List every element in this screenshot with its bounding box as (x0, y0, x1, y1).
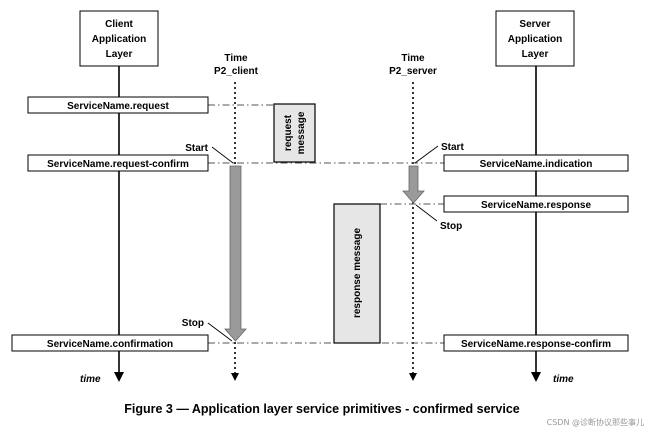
service-response-label: ServiceName.response (481, 200, 592, 211)
client-stop-label: Stop (182, 318, 204, 329)
time-server-line1: Time (401, 53, 425, 64)
request-message-line2: message (296, 111, 307, 154)
server-application-layer-box: Server Application Layer (495, 10, 575, 67)
client-start-label: Start (185, 143, 208, 154)
figure-caption: Figure 3 — Application layer service pri… (124, 402, 520, 416)
client-start-pointer (211, 146, 234, 164)
client-lifeline-arrowhead (114, 372, 124, 382)
p2-server-timer-bar (402, 165, 425, 204)
service-response-confirm-label: ServiceName.response-confirm (461, 339, 611, 350)
server-lifeline-arrowhead (531, 372, 541, 382)
request-message-box: request message (273, 103, 316, 163)
service-request-confirm-label: ServiceName.request-confirm (47, 159, 189, 170)
time-client-line2: P2_client (214, 66, 259, 77)
client-layer-line1: Client (105, 19, 133, 30)
service-indication-label: ServiceName.indication (480, 159, 593, 170)
service-request-confirm-box: ServiceName.request-confirm (27, 154, 209, 172)
watermark-text: CSDN @诊断协议那些事儿 (547, 417, 644, 427)
client-time-axis-label: time (80, 374, 101, 385)
client-layer-line2: Application (92, 34, 146, 45)
client-stop-pointer (207, 322, 233, 342)
service-confirmation-label: ServiceName.confirmation (47, 339, 173, 350)
server-stop-pointer (415, 204, 438, 222)
server-layer-line1: Server (519, 19, 550, 30)
p2-server-timeline-arrowhead (409, 373, 417, 381)
response-message-box: response message (333, 203, 381, 344)
server-start-label: Start (441, 142, 464, 153)
server-time-axis-label: time (553, 374, 574, 385)
server-stop-label: Stop (440, 221, 462, 232)
client-application-layer-box: Client Application Layer (79, 10, 159, 67)
service-response-box: ServiceName.response (443, 195, 629, 213)
p2-client-timeline-arrowhead (231, 373, 239, 381)
service-response-confirm-box: ServiceName.response-confirm (443, 334, 629, 352)
time-client-line1: Time (224, 53, 248, 64)
request-message-line1: request (283, 114, 294, 151)
server-layer-line2: Application (508, 34, 562, 45)
service-confirmation-box: ServiceName.confirmation (11, 334, 209, 352)
service-request-label: ServiceName.request (67, 101, 169, 112)
p2-client-timer-bar (224, 165, 247, 342)
server-layer-line3: Layer (522, 49, 549, 60)
service-indication-box: ServiceName.indication (443, 154, 629, 172)
response-message-label: response message (352, 228, 363, 318)
service-request-box: ServiceName.request (27, 96, 209, 114)
server-start-pointer (414, 145, 439, 164)
time-server-line2: P2_server (389, 66, 437, 77)
client-layer-line3: Layer (106, 49, 133, 60)
